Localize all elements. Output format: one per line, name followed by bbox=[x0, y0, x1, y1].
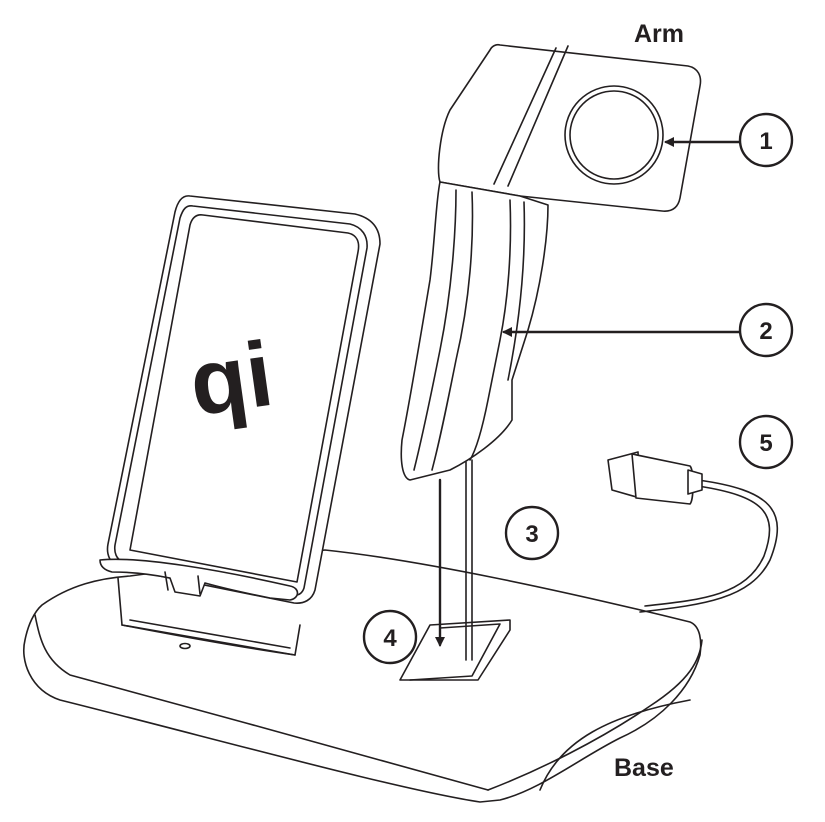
callout-1-number: 1 bbox=[759, 128, 772, 155]
base-label: Base bbox=[614, 754, 674, 782]
arm-label: Arm bbox=[634, 20, 684, 48]
callout-2: 2 bbox=[738, 302, 794, 358]
qi-logo-text: qi bbox=[184, 323, 279, 435]
callout-5-number: 5 bbox=[759, 430, 772, 457]
base-unit bbox=[23, 549, 703, 803]
callout-3-number: 3 bbox=[525, 521, 538, 548]
callout-2-number: 2 bbox=[759, 318, 772, 345]
callout-4: 4 bbox=[362, 609, 418, 665]
callout-1: 1 bbox=[738, 112, 794, 168]
callout-4-number: 4 bbox=[383, 625, 397, 652]
callout-5: 5 bbox=[738, 414, 794, 470]
usb-cable bbox=[607, 451, 779, 613]
qi-charging-stand: qi bbox=[99, 195, 381, 604]
leader-lines bbox=[435, 137, 742, 647]
watch-arm bbox=[400, 43, 702, 661]
qi-logo: qi bbox=[184, 323, 279, 435]
callout-3: 3 bbox=[504, 505, 560, 561]
